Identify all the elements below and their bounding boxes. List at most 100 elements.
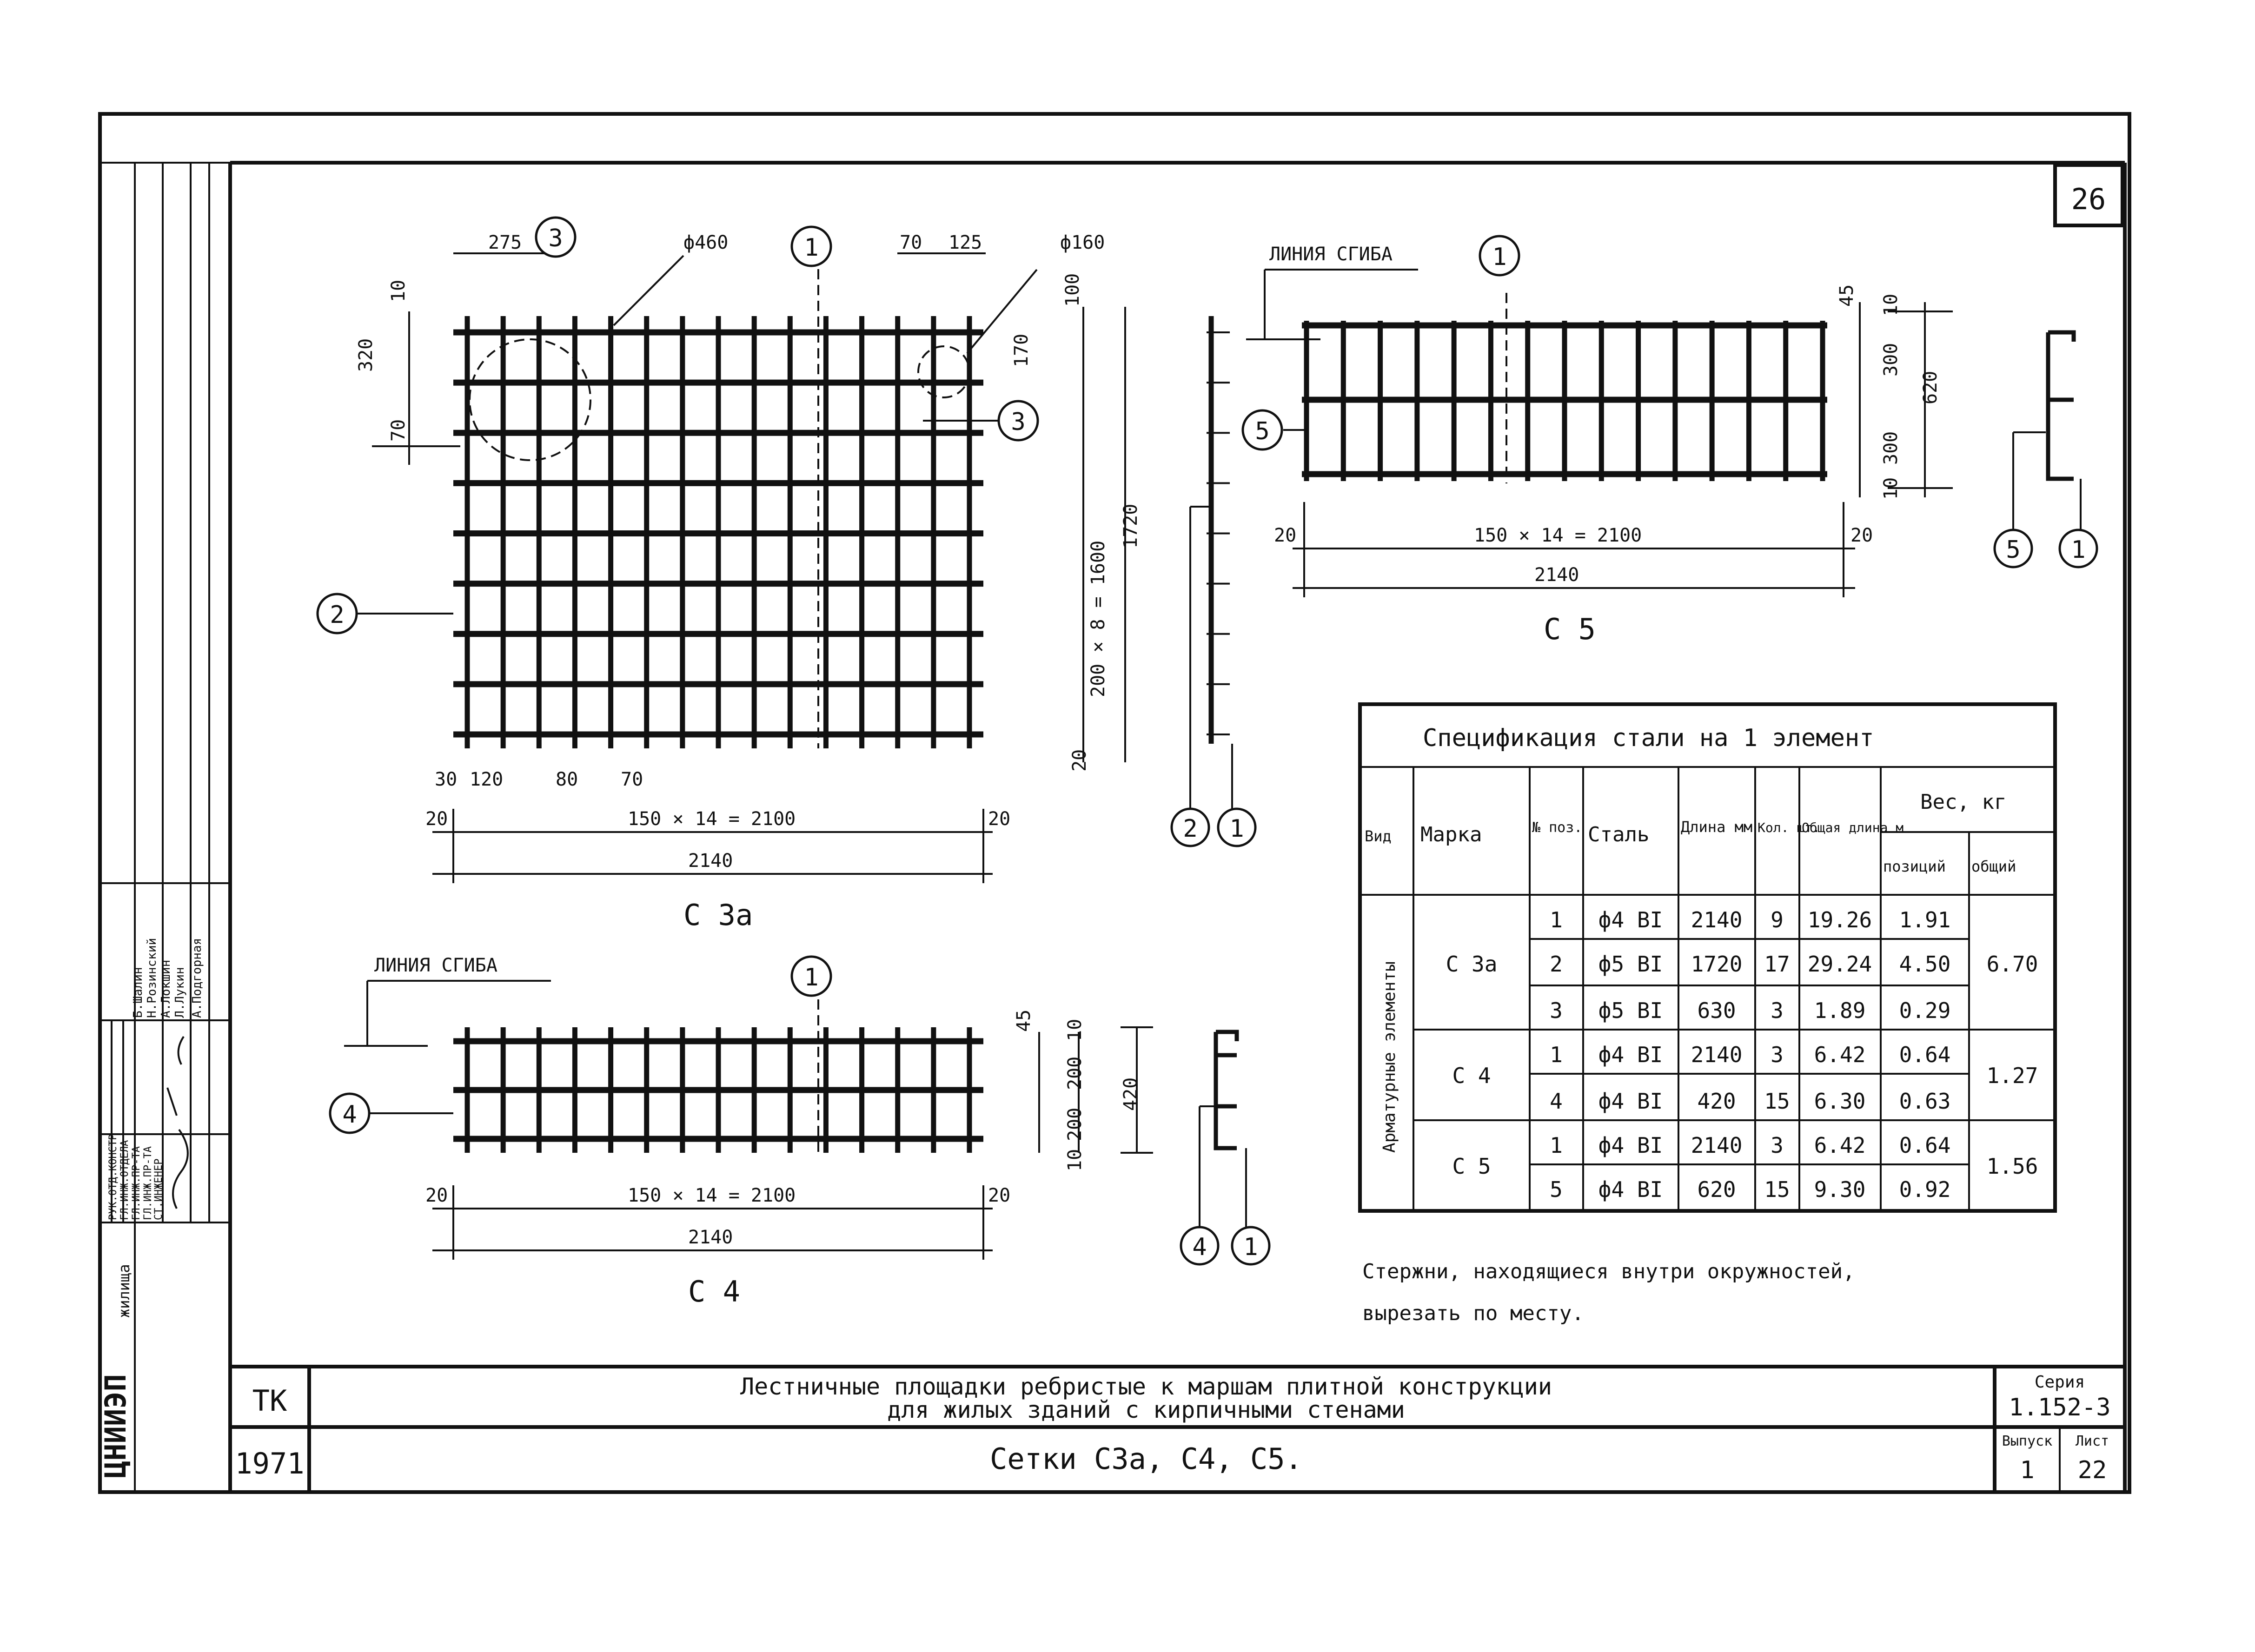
cell-pos: 4 [1550,1089,1563,1114]
c3a-dim-2140: 2140 [688,850,733,872]
cell-kol: 3 [1771,998,1784,1023]
spec-title: Спецификация стали на 1 элемент [1423,724,1874,752]
stamp-role-4: ГЛ.ИНЖ.ПР-ТА [142,1146,154,1220]
cell-pos: 3 [1550,998,1563,1023]
hdr-kol: Кол. шт. [1758,820,1820,835]
cell-dlina: 420 [1697,1089,1736,1114]
c4-dim-420: 420 [1120,1077,1141,1111]
cell-ves: 1.91 [1899,907,1951,932]
vypusk-value: 1 [2020,1456,2034,1484]
title-line-1: Лестничные площадки ребристые к маршам п… [740,1373,1552,1400]
cut-circle-large [469,338,591,461]
c3a-side-section: 2 1 [1170,316,1257,847]
c4-dim-200-a: 200 [1064,1057,1086,1090]
cell-kol: 9 [1771,907,1784,932]
cell-stal: ф4 ВI [1598,1177,1663,1202]
cell-kol: 15 [1764,1089,1790,1114]
note-line-2: вырезать по месту. [1362,1302,1584,1325]
sheet-number: 26 [2071,182,2106,216]
c4-dim-10-top: 10 [1064,1019,1086,1041]
c5-dim-20-right: 20 [1850,525,1873,546]
c3a-dim-20-right: 20 [988,808,1010,830]
vypusk-label: Выпуск [2002,1433,2052,1449]
cell-pos: 1 [1550,907,1563,932]
sheet-number-box [2053,163,2124,227]
hdr-marka: Марка [1420,823,1482,846]
hdr-ves-pos: позиций [1883,858,1946,875]
c4-side-bubble-4: 4 [1192,1233,1207,1261]
c3a-dim-160: ф160 [1060,232,1105,253]
stamp-name-5: А.Подгорная [190,938,204,1018]
cell-pos: 5 [1550,1177,1563,1202]
row-marka-c4: С 4 [1452,1063,1491,1088]
mesh-c4: ЛИНИЯ СГИБА 1 4 45 10 200 200 10 420 20 … [329,955,1153,1308]
cut-circle-small [917,345,970,398]
c5-dim-620: 620 [1920,371,1941,404]
c3a-dim-1720: 1720 [1120,504,1141,548]
cell-stal: ф4 ВI [1598,907,1663,932]
cell-pos: 1 [1550,1042,1563,1067]
c4-bubble-4: 4 [342,1101,357,1129]
cell-ves: 4.50 [1899,952,1951,977]
cell-kol: 3 [1771,1042,1784,1067]
stamp-name-3: А.Локшин [159,960,173,1018]
cell-ves: 0.64 [1899,1133,1951,1158]
c3a-dim-20-left: 20 [425,808,448,830]
hdr-ves-obsh: общий [1971,858,2016,875]
c3a-dim-70-left: 70 [388,419,409,442]
c5-dim-10-top: 10 [1880,294,1902,316]
cell-obsh: 29.24 [1808,952,1872,977]
hdr-ves: Вес, кг [1920,790,2006,814]
c3a-dim-320: 320 [355,338,377,372]
c5-bubble-5: 5 [1255,417,1269,445]
c4-dim-200-b: 200 [1064,1108,1086,1141]
c3a-dim-100: 100 [1062,273,1083,307]
cell-kol: 15 [1764,1177,1790,1202]
mesh-c3a: 275 ф460 70 125 ф160 10 320 70 100 170 2… [316,216,1141,932]
cell-kol: 3 [1771,1133,1784,1158]
stamp-role-3: ГЛ.ИНЖ.ПР-ТА [131,1146,142,1220]
c5-dim-20-left: 20 [1274,525,1296,546]
sheet-border [98,112,2131,1494]
c3a-bubble-3-top: 3 [548,225,563,252]
note-line-1: Стержни, находящиеся внутри окружностей, [1362,1260,1855,1283]
hdr-stal: Сталь [1588,823,1649,846]
c5-dim-300-b: 300 [1880,431,1902,465]
c5-label: С 5 [1544,612,1596,646]
row-marka-c5: С 5 [1452,1154,1491,1179]
cell-obsh: 19.26 [1808,907,1872,932]
side-stamp: ЦНИИЭП жилища РУК.ОТД.КОНСТР ГЛ.ИНЖ.ОТДЕ… [99,162,230,1492]
cell-obsh: 1.89 [1814,998,1866,1023]
c3a-bubble-2: 2 [330,601,344,629]
cell-dlina: 2140 [1691,907,1743,932]
c5-bend-line: ЛИНИЯ СГИБА [1269,244,1393,265]
cell-obsh: 6.42 [1814,1042,1866,1067]
c3a-label: С 3а [683,898,753,932]
cell-ves: 0.63 [1899,1089,1951,1114]
cell-dlina: 630 [1697,998,1736,1023]
title-block: ТК 1971 Лестничные площадки ребристые к … [230,1365,2125,1492]
group-label: Арматурные элементы [1380,961,1399,1153]
cell-stal: ф5 ВI [1598,998,1663,1023]
c3a-dim-170: 170 [1011,334,1032,367]
c3a-bubble-3-right: 3 [1011,408,1025,436]
cell-obsh: 6.42 [1814,1133,1866,1158]
side-bubble-1: 1 [1229,815,1244,843]
c4-dim-2100: 150 × 14 = 2100 [628,1185,796,1206]
c3a-dim-460: ф460 [683,232,728,253]
c5-dim-300-a: 300 [1880,343,1902,377]
c5-bubble-1: 1 [1492,243,1506,271]
c4-side-section: 4 1 [1180,1030,1271,1266]
stamp-role-1: РУК.ОТД.КОНСТР [107,1134,119,1220]
tk-label: ТК [252,1384,287,1418]
c3a-dim-125: 125 [948,232,982,253]
cell-stal: ф4 ВI [1598,1133,1663,1158]
c3a-dim-275: 275 [488,232,522,253]
c4-dim-2140: 2140 [688,1227,733,1248]
seria-label: Серия [2035,1373,2085,1392]
c5-side-bubble-5: 5 [2006,536,2020,564]
row-marka-c3a: С 3а [1446,952,1498,977]
stamp-org: ЦНИИЭП [99,1374,133,1478]
cell-obsh: 9.30 [1814,1177,1866,1202]
